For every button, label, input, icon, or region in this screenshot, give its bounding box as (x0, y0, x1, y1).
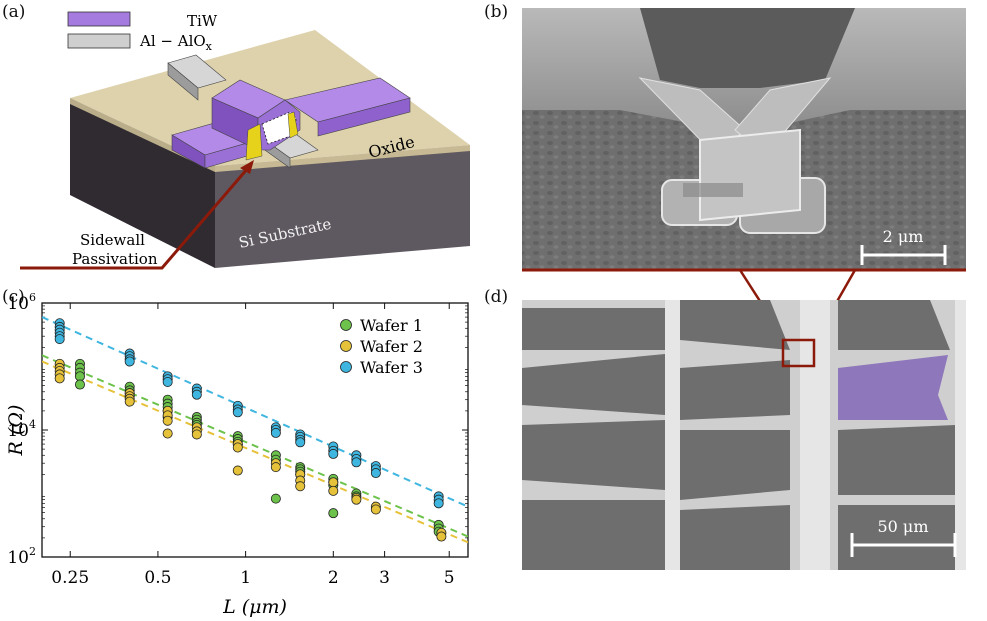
x-tick-label: 2 (328, 568, 339, 588)
data-point (232, 442, 243, 453)
annotation-arrow-line (20, 167, 250, 270)
fit-line (42, 354, 468, 538)
data-point (270, 493, 281, 504)
y-tick-label: 102 (7, 545, 36, 568)
legend-label-al: Al − AlOx (139, 32, 213, 53)
data-point (351, 457, 362, 468)
x-axis-label: L (μm) (222, 596, 287, 618)
data-point (162, 428, 173, 439)
data-point (270, 462, 281, 473)
y-tick-label: 106 (7, 291, 36, 314)
highlighted-electrode (838, 355, 948, 420)
plot-area (41, 302, 469, 558)
sidewall-passivation-left (245, 123, 263, 161)
x-tick-label: 0.5 (144, 568, 171, 588)
data-point (270, 427, 281, 438)
sem-image-closeup: 2 μm (522, 8, 966, 272)
fit-line (42, 360, 468, 544)
panel-label-a: (a) (2, 2, 26, 22)
legend-marker (340, 340, 352, 352)
panel-label-d: (d) (484, 287, 509, 307)
fit-line (42, 316, 468, 508)
data-point (295, 437, 306, 448)
data-point (351, 494, 362, 505)
data-point (328, 477, 339, 488)
scale-bar-2um: 2 μm (860, 227, 947, 265)
data-point (433, 498, 444, 509)
data-point (54, 373, 65, 384)
data-point (370, 468, 381, 479)
panel-label-c: (c) (2, 287, 25, 307)
oxide-front-edge (215, 145, 470, 172)
sidewall-passivation-right (287, 111, 299, 139)
data-point (436, 531, 447, 542)
data-point (124, 396, 135, 407)
sem-image-overview: 50 μm (522, 300, 966, 570)
data-point (191, 429, 202, 440)
data-point (295, 481, 306, 492)
al-electrode-back-side (167, 62, 199, 101)
data-point (162, 415, 173, 426)
x-tick-label: 3 (379, 568, 390, 588)
substrate-left-face (70, 98, 215, 268)
legend-label: Wafer 3 (360, 358, 423, 377)
x-tick-label: 0.25 (51, 568, 89, 588)
annotation-label-line2: Passivation (72, 250, 158, 268)
data-point (74, 379, 85, 390)
legend-marker (340, 361, 352, 373)
scale-bar-50um: 50 μm (850, 517, 957, 557)
substrate-front-face (215, 148, 470, 268)
legend-marker (340, 319, 352, 331)
zoom-region-box (781, 338, 816, 368)
x-tick-label: 5 (444, 568, 455, 588)
data-point (162, 377, 173, 388)
data-point (328, 508, 339, 519)
legend-label: Wafer 2 (360, 337, 423, 356)
resistance-chart: 0.25 0.5 1 2 3 5 102 104 106 Wafer 1 Wafer 2 Wafer… (5, 291, 469, 618)
y-tick-label: 104 (7, 418, 36, 441)
data-point (232, 407, 243, 418)
legend-swatch-al (67, 33, 131, 49)
legend-swatch-tiw (67, 11, 131, 27)
legend-label-tiw: TiW (187, 12, 218, 30)
panel-label-b: (b) (484, 2, 509, 22)
y-axis-label: R (Ω) (5, 405, 27, 457)
data-point (54, 334, 65, 345)
scale-label-50um: 50 μm (877, 517, 928, 536)
junction-window (261, 111, 297, 145)
tiw-strip-right-front (317, 97, 411, 137)
data-point (232, 465, 243, 476)
data-point (124, 356, 135, 367)
schematic: TiW Al − AlOx Oxide Si Substrate (20, 11, 470, 270)
x-tick-label: 1 (240, 568, 251, 588)
scale-label-2um: 2 μm (883, 227, 924, 246)
data-point (328, 448, 339, 459)
annotation-arrowhead (240, 160, 254, 174)
legend-label: Wafer 1 (360, 316, 423, 335)
data-point (191, 389, 202, 400)
data-point (328, 485, 339, 496)
annotation-label-line1: Sidewall (80, 231, 145, 249)
data-point (370, 504, 381, 515)
